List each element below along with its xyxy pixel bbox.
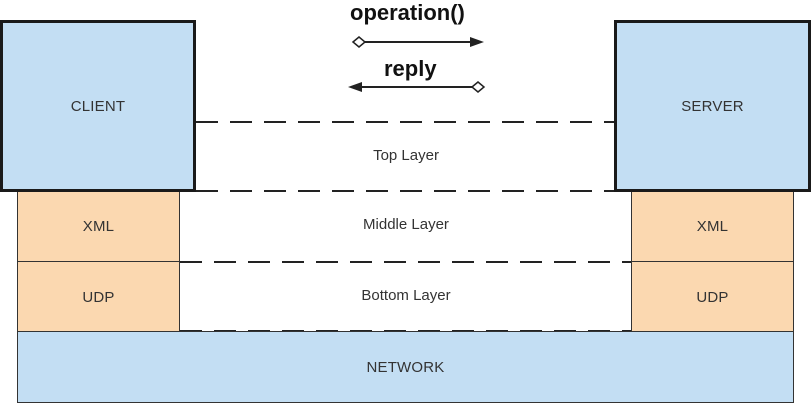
middle-layer-label: Middle Layer bbox=[363, 216, 449, 233]
server-udp-label: UDP bbox=[696, 288, 729, 306]
bottom-layer-label: Bottom Layer bbox=[361, 287, 451, 304]
client-label: CLIENT bbox=[70, 97, 126, 115]
server-label: SERVER bbox=[681, 97, 744, 115]
network-box: NETWORK bbox=[17, 331, 794, 403]
client-xml-label: XML bbox=[82, 218, 115, 235]
reply-arrow-origin-diamond bbox=[470, 81, 486, 93]
server-xml-box: XML bbox=[631, 190, 794, 263]
server-box: SERVER bbox=[614, 20, 811, 192]
client-xml-box: XML bbox=[17, 190, 180, 263]
top-layer-label: Top Layer bbox=[373, 147, 439, 164]
request-arrow-origin-diamond bbox=[351, 36, 367, 48]
network-label: NETWORK bbox=[366, 358, 445, 376]
operation-message-label: operation() bbox=[350, 0, 465, 25]
client-box: CLIENT bbox=[0, 20, 196, 192]
server-udp-box: UDP bbox=[631, 261, 794, 333]
reply-message-label: reply bbox=[384, 56, 437, 81]
client-udp-box: UDP bbox=[17, 261, 180, 333]
request-arrow-head bbox=[470, 37, 484, 47]
client-udp-label: UDP bbox=[82, 288, 115, 306]
server-xml-label: XML bbox=[696, 218, 729, 235]
reply-arrow-head bbox=[348, 82, 362, 92]
